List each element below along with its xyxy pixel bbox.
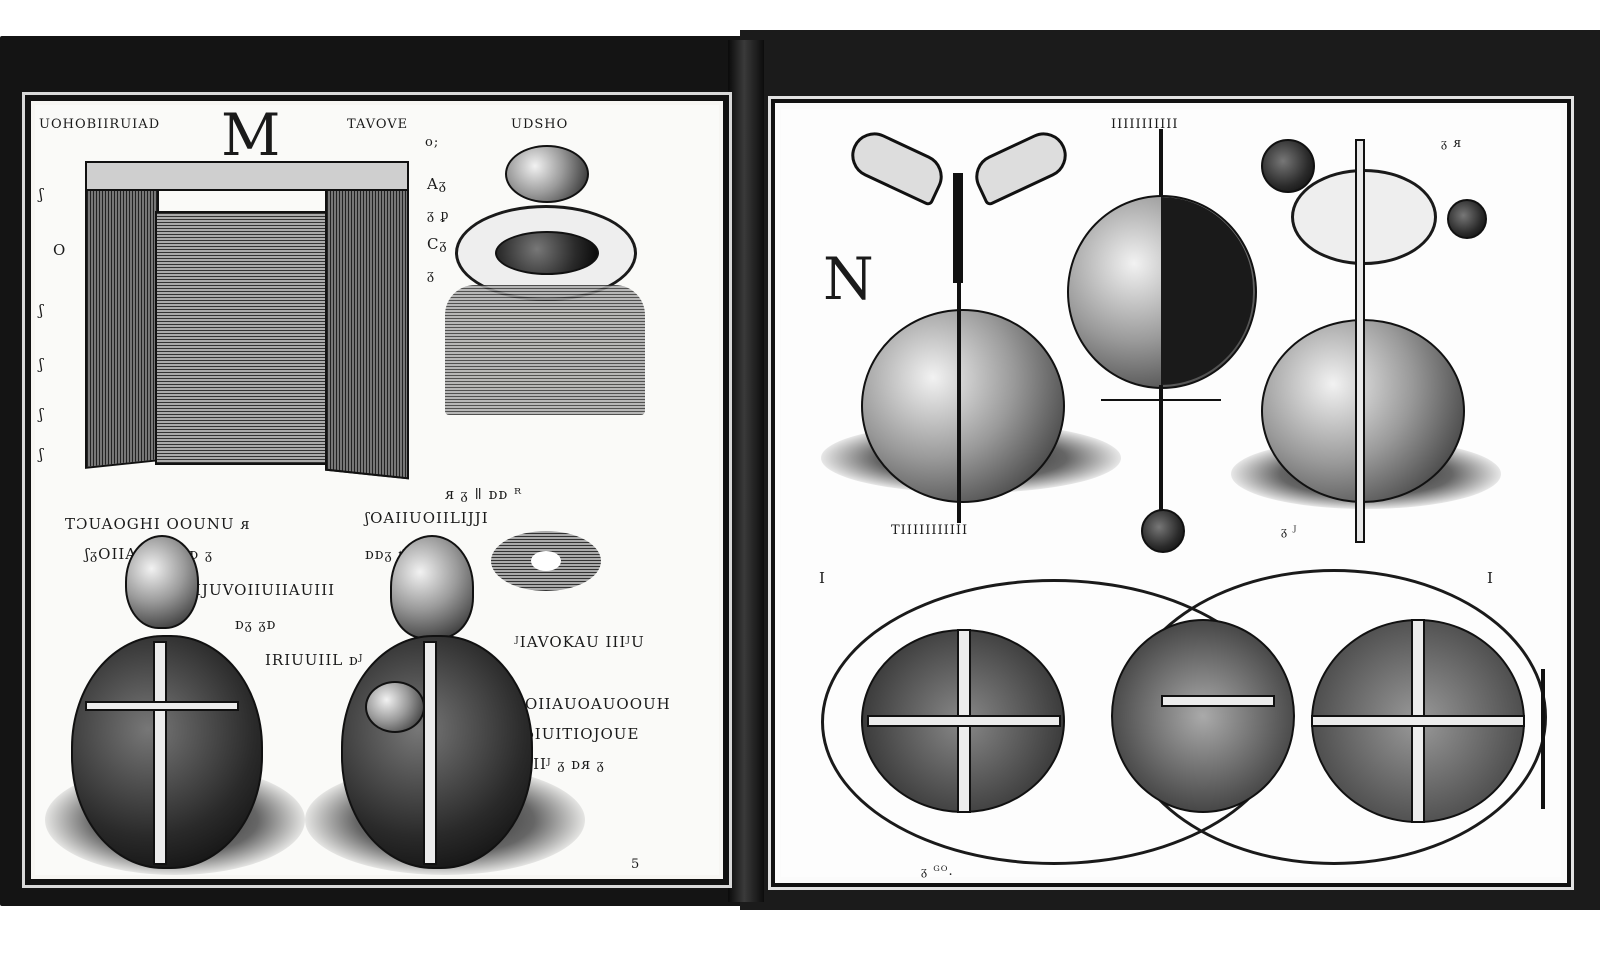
eye-figure [491,531,601,591]
flask-figure-right [305,535,585,875]
text-line: ʃOAIIUOIILIJJI [365,509,489,527]
side-note: ᵹ [427,265,436,283]
margin-glyph: ʃ [39,301,45,319]
text-line: IJUVOIIUIIAUIII [195,581,336,599]
right-header-right: ᵹ ᴙ [1441,136,1462,151]
right-header: IIIIIIIIIII [1111,117,1179,132]
text-line: ᵹIIᴶ ᵹ ᴅᴙ ᵹ [525,755,605,773]
side-mark: I [1487,569,1494,587]
text-line: ᴅIUITIOJOUE [525,725,640,743]
text-line: TƆUAOGHI OOUNU ᴙ [65,515,251,533]
left-header-left: UOHOBIIRUIAD [39,117,161,132]
margin-glyph: O [53,241,67,259]
half-sphere-figure [1061,129,1261,569]
text-line: ᴙ ᵹ ǁ ᴅᴅ ᴿ [445,485,523,503]
margin-glyph: ʃ [39,445,45,463]
bottom-text: ᵹ ᴳᴼ. [921,864,954,879]
figure-caption: TIIIIIIIIIII [891,523,969,538]
bowl-figure [435,145,655,425]
left-initial-m: M [221,101,282,169]
flask-figure-left [45,535,305,875]
margin-glyph: ʃ [39,355,45,373]
left-header-mid: TAVOVE [347,117,409,132]
triple-ring-figure [821,569,1547,869]
side-note: Aᵹ [427,175,447,193]
margin-glyph: ʃ [39,405,45,423]
text-line: ᴶIAVOKAU IIIᴶU [515,633,645,651]
right-initial-n: N [823,245,875,313]
side-note: ᵹ ᵱ [427,205,450,223]
side-note: Cᵹ [427,235,448,253]
box-figure [75,161,415,501]
right-page-inner: IIIIIIIIIII ᵹ ᴙ N [781,109,1561,879]
figure-caption-right: ᵹ ᴶ [1281,524,1298,539]
right-page: IIIIIIIIIII ᵹ ᴙ N [768,96,1574,890]
side-mark: I [819,569,826,587]
margin-glyph: ʃ [39,185,45,203]
page-number: 5 [631,857,641,872]
left-page-inner: UOHOBIIRUIAD M TAVOVE UDSHO o; ʃ O ʃ ʃ ʃ… [35,101,719,875]
vertical-rule [1541,669,1545,809]
funnel-sphere-figure [821,124,1121,523]
text-line: IRIUUIIL ᴅᴶ [265,651,364,669]
left-header-sub: o; [425,135,440,150]
text-line: ᴅᵹ ᵹᴅ [235,615,277,633]
eye-sphere-figure [1231,139,1501,559]
book-spine [728,40,764,902]
left-header-right: UDSHO [511,117,569,132]
text-line: OIIAUOAUOOUH [525,695,671,713]
open-book: UOHOBIIRUIAD M TAVOVE UDSHO o; ʃ O ʃ ʃ ʃ… [0,30,1600,920]
left-page: UOHOBIIRUIAD M TAVOVE UDSHO o; ʃ O ʃ ʃ ʃ… [22,92,732,888]
